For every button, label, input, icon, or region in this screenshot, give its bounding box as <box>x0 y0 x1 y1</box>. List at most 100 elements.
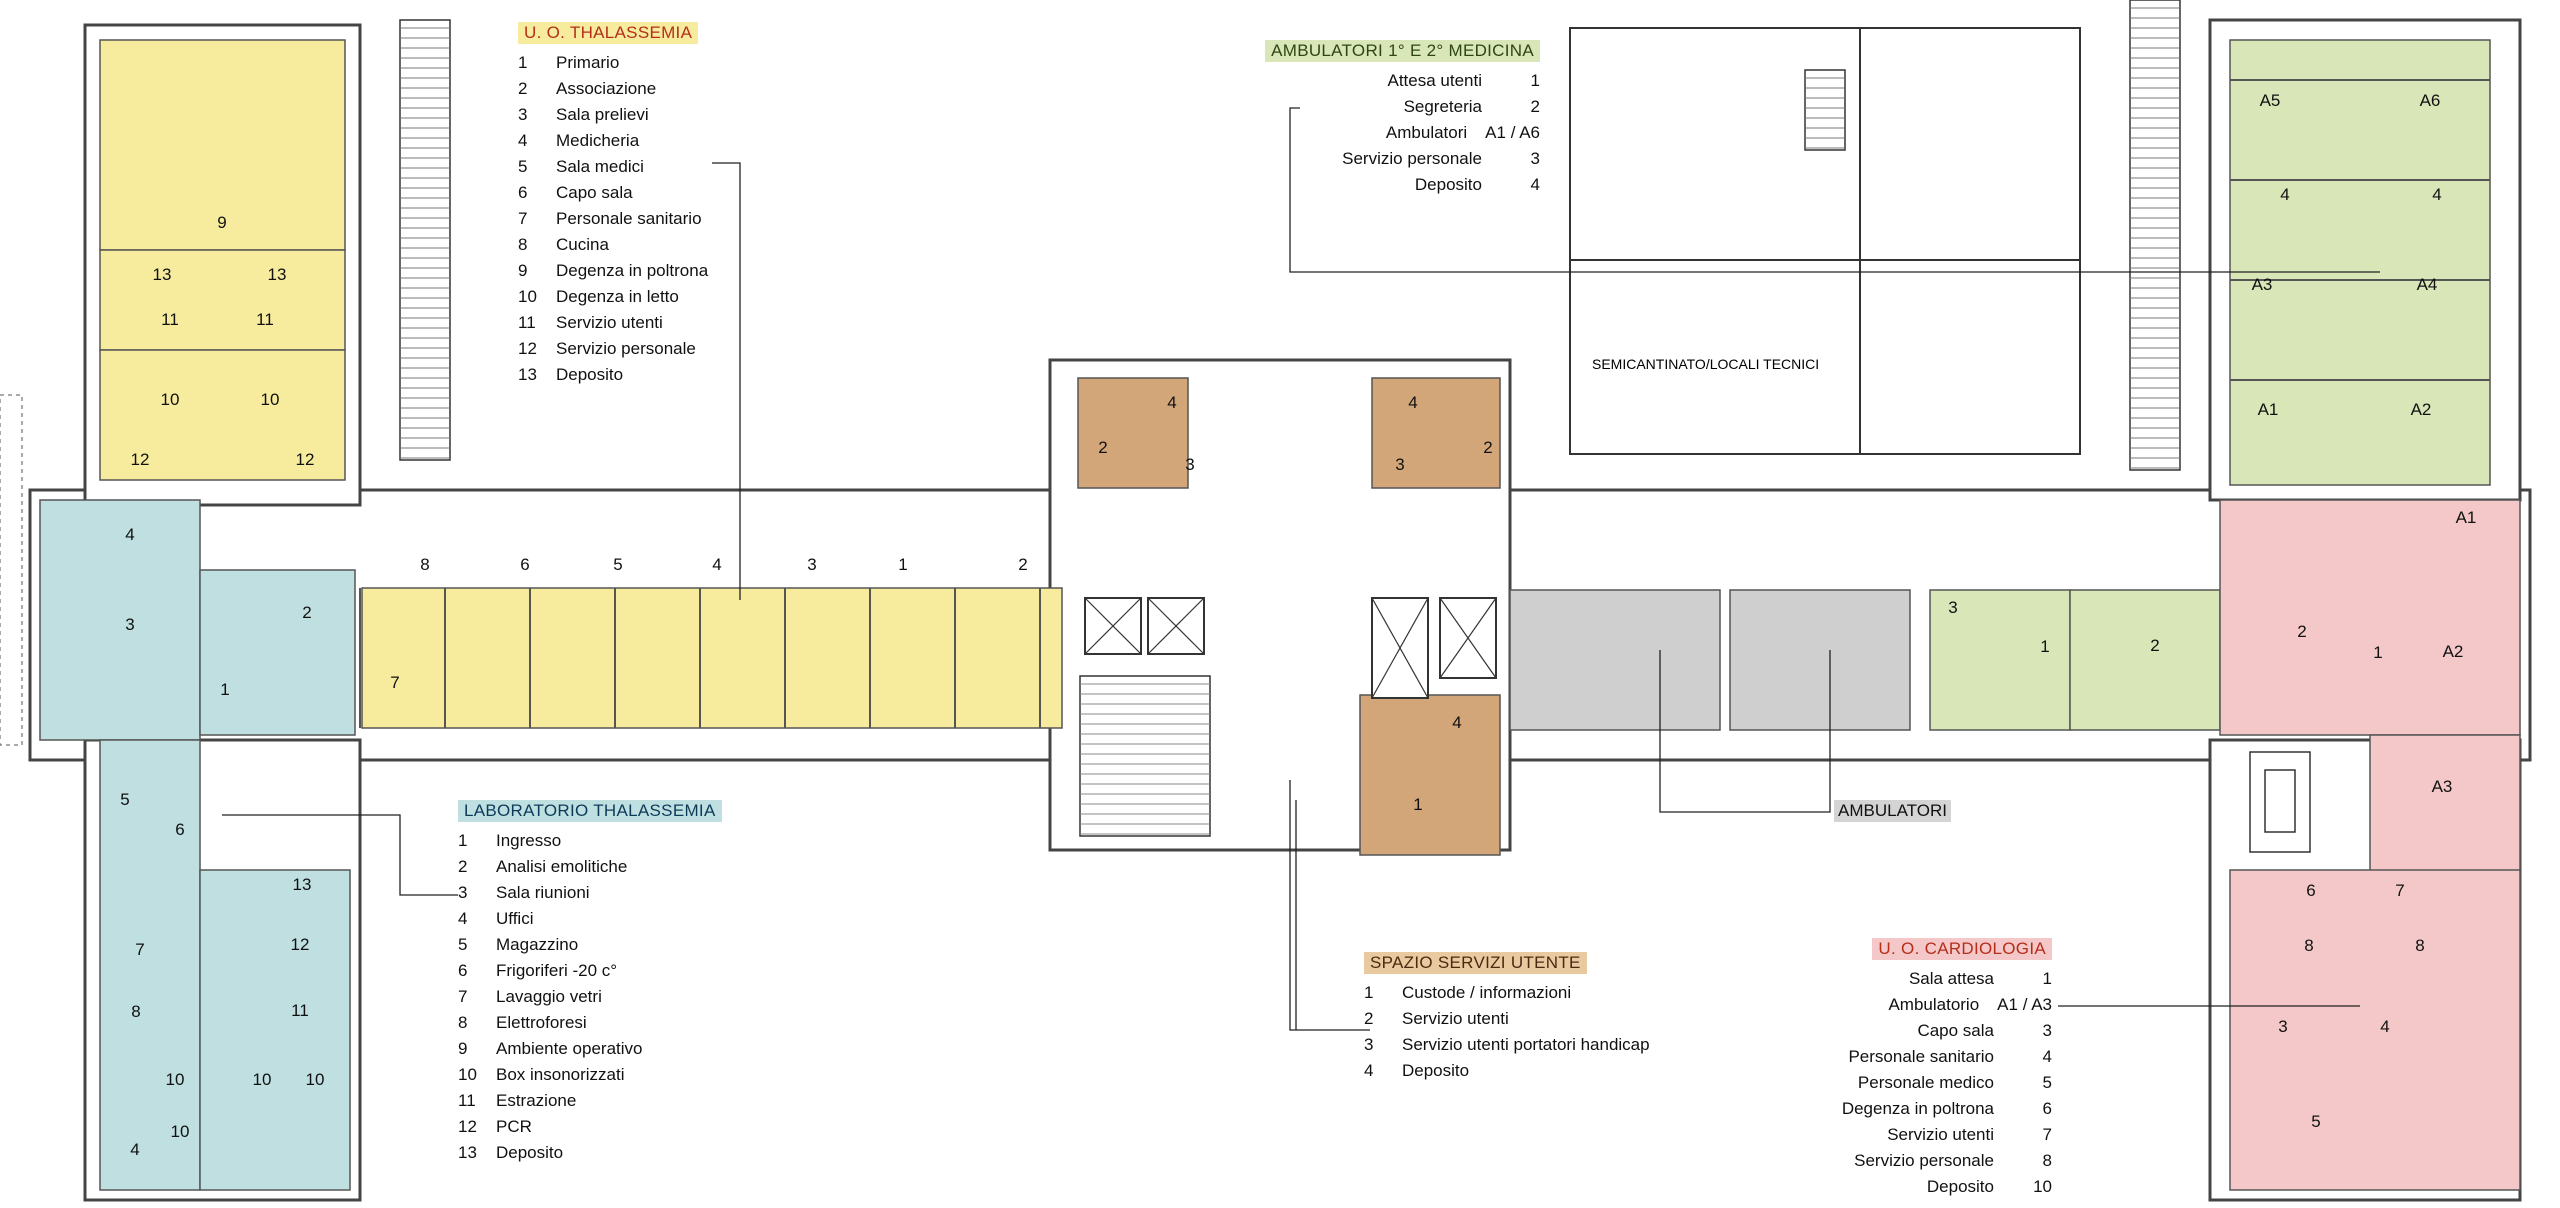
room-number: 3 <box>1948 598 1957 617</box>
legend-item-number: 10 <box>518 287 537 306</box>
legend-item-number: 12 <box>458 1117 477 1136</box>
room-number: 6 <box>2306 881 2315 900</box>
legend-item-label: Servizio utenti portatori handicap <box>1402 1035 1650 1054</box>
zone-laboratorio <box>99 739 201 1191</box>
staircase <box>2249 751 2311 853</box>
legend-item-label: Medicheria <box>556 131 640 150</box>
legend-item-label: Attesa utenti <box>1387 71 1482 90</box>
elevator-cross <box>1439 597 1497 679</box>
room-number: 12 <box>296 450 315 469</box>
plan-details <box>0 0 2490 853</box>
legend-item-label: Deposito <box>1414 175 1482 194</box>
legend-item: 12 PCR <box>458 1114 722 1140</box>
zone-thalassemia <box>99 349 346 481</box>
legend-item-number: 11 <box>518 313 536 332</box>
staircase-core <box>2264 769 2296 833</box>
legend-title-thalassemia: U. O. THALASSEMIA <box>518 22 699 44</box>
legend-item-number: 4 <box>2042 1047 2052 1066</box>
legend-item-label: Ingresso <box>496 831 562 850</box>
room-number: 5 <box>2311 1112 2320 1131</box>
zone-ambulatori-medicina <box>1929 589 2071 731</box>
staircase <box>1804 69 1846 151</box>
room-number: 3 <box>2278 1017 2287 1036</box>
legend-item-number: 3 <box>1364 1035 1374 1054</box>
legend-item-label: Servizio personale <box>1342 149 1482 168</box>
legend-title-ambulatori-medicina: AMBULATORI 1° E 2° MEDICINA <box>1265 40 1540 62</box>
legend-item: Attesa utenti 1 <box>1230 68 1540 94</box>
legend-item-label: Cucina <box>556 235 609 254</box>
legend-item-label: PCR <box>496 1117 532 1136</box>
legend-item-number: 7 <box>518 209 528 228</box>
functional-zones <box>39 39 2521 1191</box>
zone-ambulatori <box>1509 589 1721 731</box>
room-number: 11 <box>161 310 179 329</box>
legend-ambulatori-medicina: AMBULATORI 1° E 2° MEDICINA Attesa utent… <box>1230 40 1540 198</box>
legend-item-number: 7 <box>458 987 468 1006</box>
external-structure <box>0 394 23 746</box>
legend-item: 1 Ingresso <box>458 828 722 854</box>
legend-item-number: 6 <box>518 183 528 202</box>
legend-item: 7 Lavaggio vetri <box>458 984 722 1010</box>
legend-item-number: 6 <box>2042 1099 2052 1118</box>
room-number: A5 <box>2260 91 2281 110</box>
room-number: 3 <box>1395 455 1404 474</box>
zone-ambulatori-medicina <box>2069 589 2221 731</box>
legend-item-number: 4 <box>518 131 528 150</box>
legend-item-label: Uffici <box>496 909 534 928</box>
legend-item-number: 3 <box>2042 1021 2052 1040</box>
room-number: 4 <box>2280 185 2289 204</box>
room-number: 3 <box>125 615 134 634</box>
room-number: 8 <box>420 555 429 574</box>
legend-item: 4 Medicheria <box>518 128 708 154</box>
staircase <box>1079 675 1211 837</box>
legend-item-label: Elettroforesi <box>496 1013 587 1032</box>
room-number: 2 <box>302 603 311 622</box>
room-number: 4 <box>1408 393 1417 412</box>
leader-lines <box>222 107 2380 1031</box>
legend-item-label: Box insonorizzati <box>496 1065 625 1084</box>
legend-item-number: 10 <box>2033 1177 2052 1196</box>
legend-item-number: 4 <box>458 909 468 928</box>
legend-item-label: Degenza in poltrona <box>1841 1099 1994 1118</box>
zone-spazio-servizi <box>1077 377 1189 489</box>
zone-thalassemia <box>361 587 1063 729</box>
room-number: 3 <box>807 555 816 574</box>
room-number: A1 <box>2258 400 2279 419</box>
room-number: 13 <box>268 265 287 284</box>
legend-item-number: 12 <box>518 339 537 358</box>
legend-item: 4 Uffici <box>458 906 722 932</box>
legend-item-label: Personale sanitario <box>556 209 702 228</box>
legend-item-label: Capo sala <box>556 183 633 202</box>
legend-item: 3 Servizio utenti portatori handicap <box>1364 1032 1650 1058</box>
room-number: 6 <box>520 555 529 574</box>
legend-title-laboratorio: LABORATORIO THALASSEMIA <box>458 800 722 822</box>
room-number: 12 <box>291 935 310 954</box>
room-number: 2 <box>1098 438 1107 457</box>
legend-item: 6 Capo sala <box>518 180 708 206</box>
legend-item-label: Degenza in poltrona <box>556 261 709 280</box>
legend-item-label: Frigoriferi -20 c° <box>496 961 618 980</box>
legend-item-label: Sala riunioni <box>496 883 590 902</box>
room-number: 1 <box>898 555 907 574</box>
legend-item-number: 1 <box>458 831 468 850</box>
zone-thalassemia <box>99 39 346 251</box>
legend-item-label: Lavaggio vetri <box>496 987 602 1006</box>
room-number: 8 <box>2415 936 2424 955</box>
room-number: 9 <box>217 213 226 232</box>
room-number: 12 <box>131 450 150 469</box>
room-number: 2 <box>1483 438 1492 457</box>
legend-item-label: Sala attesa <box>1908 969 1994 988</box>
legend-item-number: 1 <box>1530 71 1540 90</box>
legend-item-label: Deposito <box>1402 1061 1470 1080</box>
leader-line <box>1659 650 1831 813</box>
